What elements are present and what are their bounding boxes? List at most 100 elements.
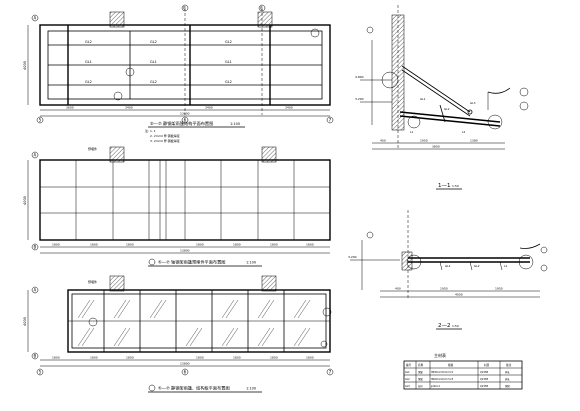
elevation-text: 3.200 bbox=[348, 255, 357, 259]
dim-text: 13800 bbox=[180, 249, 190, 253]
dim-text: 13800 bbox=[180, 362, 190, 366]
dim-text: 1950 bbox=[440, 287, 448, 291]
beam-label: GL1 bbox=[150, 60, 157, 64]
drawing-title: ⑤—⑦ 轴钢架雨篷预埋件平面布置图 bbox=[158, 259, 225, 266]
axis-label: E bbox=[183, 6, 186, 11]
beam-label: GL1 bbox=[225, 60, 232, 64]
note-line: 2. 2mmt 厚 钢板焊接 bbox=[150, 133, 180, 138]
dim-text: 3800 bbox=[432, 145, 440, 149]
tag-label: 预埋件 bbox=[88, 279, 97, 284]
table-cell: HN200×100×5.5×8 bbox=[431, 378, 454, 381]
axis-label: A bbox=[34, 288, 37, 293]
beam-label: GL2 bbox=[225, 80, 232, 84]
canopy-outline bbox=[39, 24, 331, 106]
section-scale: 1:50 bbox=[452, 324, 459, 328]
dim-text: 1800 bbox=[90, 356, 98, 360]
table-cell: Q235B bbox=[480, 378, 488, 381]
dim-text: 4000 bbox=[23, 317, 27, 326]
beam-label: GL1 bbox=[85, 60, 92, 64]
dim-text: 3400 bbox=[205, 106, 213, 110]
axis-label: 6 bbox=[184, 118, 187, 123]
drawing-scale: 1:100 bbox=[230, 122, 240, 126]
detail-callout bbox=[487, 114, 503, 130]
note-line: 注: 1. 1 bbox=[145, 128, 156, 133]
member-label: GL2 bbox=[474, 264, 480, 268]
beam-label: GL2 bbox=[150, 40, 157, 44]
column-hatch bbox=[257, 11, 273, 28]
table-cell: 热轧 bbox=[505, 377, 510, 381]
detail-callout bbox=[381, 71, 399, 89]
drawing-scale: 1:100 bbox=[246, 387, 256, 391]
beam-label: GL2 bbox=[150, 80, 157, 84]
material-table: 主材表 编号 名称 规格 材质 备注 GL1 钢梁 HN300×150×6.5×… bbox=[403, 352, 523, 390]
dim-text: 1800 bbox=[233, 356, 241, 360]
member-label: GL1 bbox=[420, 97, 426, 101]
dim-text: 1800 bbox=[52, 243, 60, 247]
axis-label: 7 bbox=[329, 370, 332, 375]
dim-text: 3400 bbox=[285, 106, 293, 110]
plan-2-embedded-parts: 预埋件 A B 4000 1800 1800 1800 1800 1800 18… bbox=[23, 146, 331, 267]
detail-callout bbox=[518, 254, 534, 270]
axis-label: B bbox=[34, 354, 37, 359]
section-title: 2—2 bbox=[438, 323, 451, 329]
plan-3-glass-panels: 预埋件 bbox=[23, 275, 334, 393]
dim-text: 1800 bbox=[126, 243, 134, 247]
axis-label: 7 bbox=[329, 118, 332, 123]
dim-text: 1800 bbox=[196, 356, 204, 360]
elevation-text: 4.800 bbox=[355, 75, 364, 79]
member-label: L1 bbox=[504, 264, 508, 268]
dim-text: 1950 bbox=[495, 287, 503, 291]
axis-label: 5 bbox=[39, 118, 42, 123]
dim-text: 4000 bbox=[455, 293, 463, 297]
dim-text: 1800 bbox=[90, 243, 98, 247]
table-cell: 钢梁 bbox=[418, 377, 423, 381]
beam-label: GL2 bbox=[225, 40, 232, 44]
table-header: 规格 bbox=[448, 363, 454, 367]
table-cell: HN300×150×6.5×9 bbox=[431, 371, 454, 374]
table-cell: GL3 bbox=[405, 385, 410, 388]
beam-label: GL2 bbox=[85, 80, 92, 84]
dim-text: 1800 bbox=[233, 243, 241, 247]
dim-text: 4000 bbox=[23, 61, 27, 70]
axis-bubble bbox=[258, 4, 266, 12]
axis-label: E bbox=[260, 6, 263, 11]
dim-text: 1800 bbox=[196, 243, 204, 247]
note-line: 3. 2mmt 厚 钢板焊接 bbox=[150, 138, 180, 143]
drawing-scale: 1:100 bbox=[246, 261, 256, 265]
dim-text: 400 bbox=[380, 139, 386, 143]
table-cell: GL2 bbox=[405, 378, 410, 381]
dim-text: 1800 bbox=[306, 243, 314, 247]
dim-text: 400 bbox=[395, 287, 401, 291]
section-2-2: 3.200 GL1 GL2 L1 400 1950 1950 4000 2—2 … bbox=[348, 210, 548, 330]
member-label: L2 bbox=[462, 130, 466, 134]
table-cell: 钢管 bbox=[505, 384, 510, 388]
member-label: GL3 bbox=[470, 101, 476, 105]
member-label: L1 bbox=[410, 130, 414, 134]
table-cell: Q235B bbox=[480, 371, 488, 374]
table-cell: Q235B bbox=[480, 385, 488, 388]
detail-callout bbox=[407, 115, 421, 129]
table-cell: 热轧 bbox=[505, 370, 510, 374]
member-label: GL2 bbox=[444, 107, 450, 111]
table-header: 材质 bbox=[484, 363, 490, 367]
dim-text: 4000 bbox=[23, 196, 27, 205]
axis-label: A bbox=[34, 16, 37, 21]
table-header: 备注 bbox=[506, 363, 512, 367]
table-cell: GL1 bbox=[405, 371, 410, 374]
axis-label: 6 bbox=[184, 370, 187, 375]
beam-label: GL2 bbox=[85, 40, 92, 44]
axis-label: A bbox=[34, 153, 37, 158]
dim-text: 13800 bbox=[180, 112, 190, 116]
table-header: 名称 bbox=[418, 363, 424, 367]
dim-text: 3400 bbox=[125, 106, 133, 110]
dim-text: 1950 bbox=[420, 139, 428, 143]
dim-text: 1800 bbox=[52, 356, 60, 360]
dim-text: 1380 bbox=[470, 139, 478, 143]
section-scale: 1:50 bbox=[452, 184, 459, 188]
drawing-title: ⑤—⑦ 静钢架雨篷结构平面布置图 bbox=[150, 120, 213, 127]
dim-text: 1800 bbox=[306, 356, 314, 360]
dim-text: 1800 bbox=[126, 356, 134, 360]
dim-text: 1800 bbox=[270, 356, 278, 360]
table-cell: 钢梁 bbox=[418, 370, 423, 374]
elevation-text: 3.200 bbox=[355, 97, 364, 101]
